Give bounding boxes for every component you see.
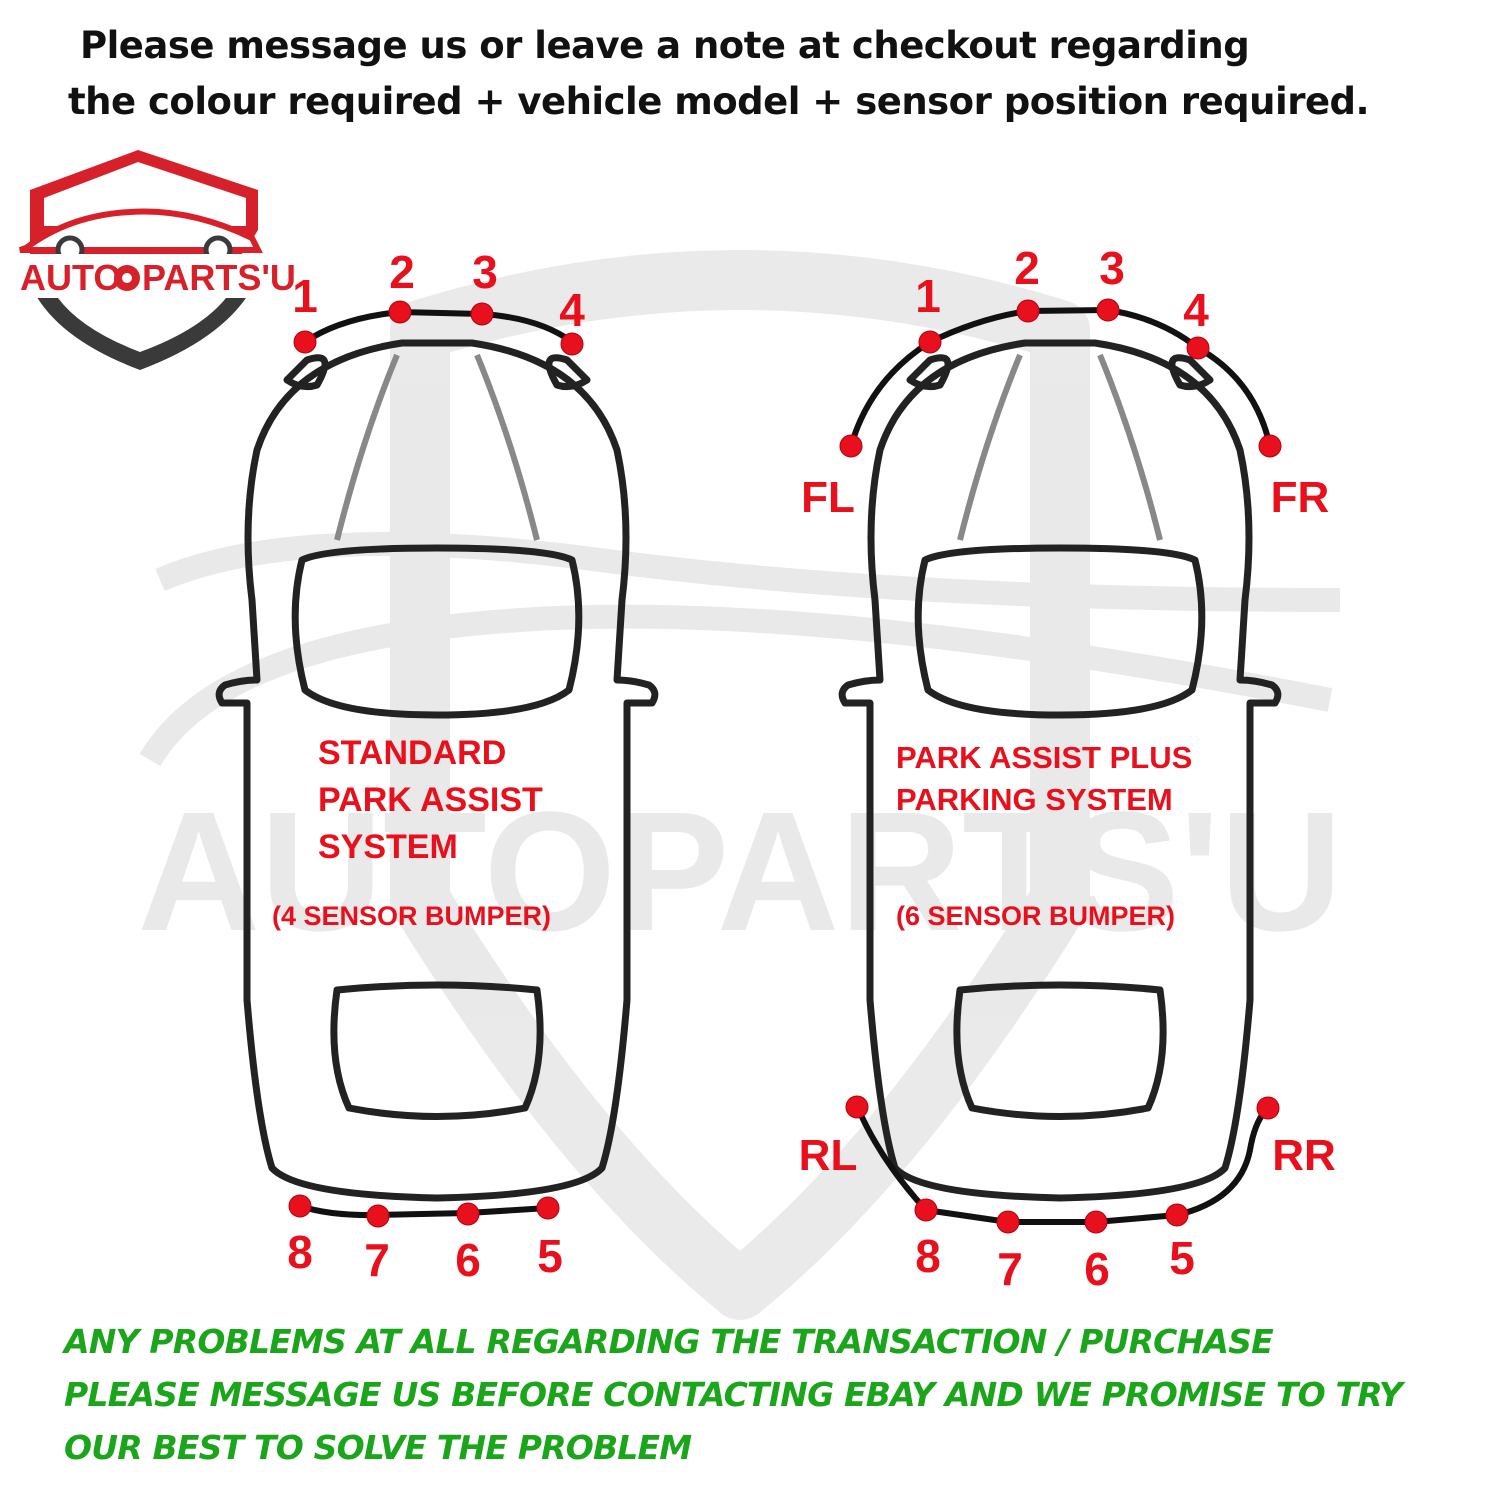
right-sensor-2 <box>1016 299 1040 323</box>
left-number-7: 7 <box>364 1234 390 1286</box>
right-sensor-rr <box>1256 1096 1280 1120</box>
left-sensor-4 <box>560 332 584 356</box>
left-system-line-3: SYSTEM <box>318 828 458 866</box>
right-number-1: 1 <box>915 270 941 322</box>
right-sensor-7 <box>996 1210 1020 1234</box>
left-system-line-2: PARK ASSIST <box>318 781 543 819</box>
left-number-1: 1 <box>292 270 318 322</box>
left-sensor-1 <box>293 330 317 354</box>
right-number-4: 4 <box>1183 284 1209 336</box>
left-system-label: STANDARD PARK ASSIST SYSTEM (4 SENSOR BU… <box>272 734 551 931</box>
right-sensor-fl <box>839 434 863 458</box>
right-bumper-note: (6 SENSOR BUMPER) <box>896 901 1175 931</box>
corner-label-fr: FR <box>1271 473 1330 522</box>
instruction-line-2: the colour required + vehicle model + se… <box>68 80 1370 123</box>
brand-logo: AUTO PARTS'U <box>14 150 296 370</box>
right-sensor-numbers: 1 2 3 4 8 7 6 5 FL FR RL RR <box>799 242 1336 1295</box>
right-system-line-2: PARKING SYSTEM <box>896 782 1173 817</box>
watermark: AUTOPARTS'U <box>137 250 1343 1320</box>
left-sensor-7 <box>366 1204 390 1228</box>
corner-label-fl: FL <box>801 473 855 522</box>
right-sensor-1 <box>918 330 942 354</box>
left-number-5: 5 <box>537 1230 563 1282</box>
sensor-dots <box>288 298 1282 1234</box>
left-sensor-5 <box>536 1196 560 1220</box>
left-number-2: 2 <box>389 246 415 298</box>
left-sensor-3 <box>470 302 494 326</box>
right-sensor-8 <box>914 1198 938 1222</box>
right-number-2: 2 <box>1014 242 1040 294</box>
corner-label-rr: RR <box>1272 1131 1336 1180</box>
left-number-6: 6 <box>455 1234 481 1286</box>
car-outline-icon <box>215 339 659 1202</box>
left-number-4: 4 <box>559 284 585 336</box>
right-rear-wire <box>854 1104 1271 1225</box>
right-sensor-5 <box>1165 1203 1189 1227</box>
car-outline-icon <box>838 339 1282 1202</box>
right-sensor-6 <box>1084 1210 1108 1234</box>
right-number-5: 5 <box>1169 1232 1195 1284</box>
left-sensor-8 <box>288 1194 312 1218</box>
left-bumper-note: (4 SENSOR BUMPER) <box>272 901 551 931</box>
corner-label-rl: RL <box>799 1131 858 1180</box>
left-system-line-1: STANDARD <box>318 734 506 772</box>
windshield-reflection <box>334 353 540 541</box>
logo-text-left: AUTO <box>20 257 121 298</box>
footer-line-1: ANY PROBLEMS AT ALL REGARDING THE TRANSA… <box>64 1322 1274 1361</box>
footer-line-2: PLEASE MESSAGE US BEFORE CONTACTING EBAY… <box>64 1375 1403 1414</box>
right-number-7: 7 <box>997 1243 1023 1295</box>
left-number-3: 3 <box>472 246 498 298</box>
left-car <box>215 339 659 1202</box>
left-sensor-numbers: 1 2 3 4 8 7 6 5 <box>287 246 585 1286</box>
footer-line-3: OUR BEST TO SOLVE THE PROBLEM <box>64 1428 692 1467</box>
left-rear-wire <box>299 1203 549 1219</box>
instruction-line-1: Please message us or leave a note at che… <box>80 24 1250 67</box>
right-sensor-fr <box>1258 434 1282 458</box>
left-number-8: 8 <box>287 1226 313 1278</box>
right-sensor-3 <box>1096 298 1120 322</box>
right-system-line-1: PARK ASSIST PLUS <box>896 740 1192 775</box>
left-sensor-2 <box>388 300 412 324</box>
right-sensor-4 <box>1186 336 1210 360</box>
right-number-6: 6 <box>1084 1243 1110 1295</box>
right-car <box>838 339 1282 1202</box>
windshield-reflection <box>957 353 1163 541</box>
right-sensor-rl <box>845 1095 869 1119</box>
watermark-text: AUTOPARTS'U <box>137 777 1342 967</box>
right-number-3: 3 <box>1099 242 1125 294</box>
right-system-label: PARK ASSIST PLUS PARKING SYSTEM (6 SENSO… <box>896 740 1192 931</box>
right-number-8: 8 <box>915 1230 941 1282</box>
logo-text-right: PARTS'U <box>142 257 296 298</box>
left-sensor-6 <box>456 1202 480 1226</box>
